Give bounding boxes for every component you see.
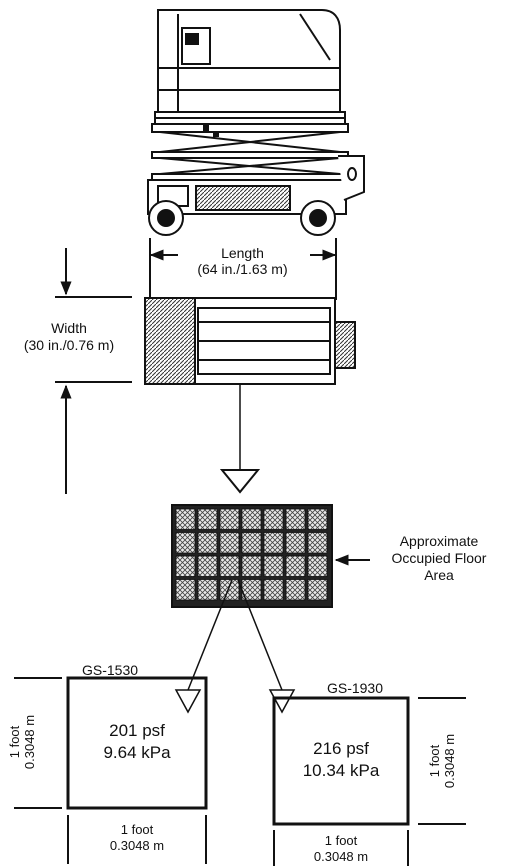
floor-grid-cell [263,532,284,554]
floor-grid-cell [219,508,240,530]
floor-grid-cell [175,579,196,601]
gs-1530-pressure-kpa: 9.64 kPa [103,743,171,762]
load-arrows [174,579,296,714]
length-dimension [149,238,337,300]
gs-1530-pressure: 201 psf 9.64 kPa [70,720,204,764]
floor-grid-cell [175,532,196,554]
width-name: Width [51,320,87,336]
gs-1530-model-label: GS-1530 [82,662,139,678]
floor-area-line-3: Area [424,567,454,583]
length-value: (64 in./1.63 m) [197,261,288,277]
floor-grid-cell [263,555,284,577]
floor-grid-cell [307,532,328,554]
gs-1530-side-dimension: 1 foot 0.3048 m [7,697,39,787]
floor-grid-cell [219,532,240,554]
floor-grid-cell [197,532,218,554]
floor-grid-cell [241,508,262,530]
gs-1930-side-dim-line-2: 0.3048 m [442,733,457,789]
width-label: Width (30 in./0.76 m) [0,320,138,354]
floor-grid-cell [263,508,284,530]
gs-1930-bottom-dimension: 1 foot 0.3048 m [276,833,406,865]
gs-1530-bottom-dim-line-1: 1 foot [120,822,154,837]
gs-1530-bottom-dim-line-2: 0.3048 m [109,838,165,853]
floor-grid-cell [307,555,328,577]
floor-area-line-2: Occupied Floor [391,550,487,566]
floor-grid-cell [197,555,218,577]
scissor-lift-side-view [147,9,365,236]
floor-grid-cell [263,579,284,601]
width-dimension [55,248,132,494]
gs-1930-side-dim-line-1: 1 foot [427,744,442,778]
gs-1930-model-label: GS-1930 [326,680,384,696]
floor-grid-cell [241,532,262,554]
floor-grid-cell [307,508,328,530]
width-value: (30 in./0.76 m) [23,337,115,353]
floor-grid-cell [307,579,328,601]
floor-area-label: Approximate Occupied Floor Area [368,533,510,584]
floor-grid-cell [285,508,306,530]
gs-1930-side-dimension: 1 foot 0.3048 m [427,716,459,806]
floor-grid-cell [197,579,218,601]
floor-grid-cell [285,579,306,601]
floor-grid-cell [285,532,306,554]
floor-grid-cell [175,508,196,530]
lift-top-view [144,297,356,494]
floor-area-line-1: Approximate [399,533,479,549]
gs-1930-pressure: 216 psf 10.34 kPa [276,738,406,782]
floor-grid-cell [219,579,240,601]
gs-1930-bottom-dim-line-1: 1 foot [324,833,358,848]
gs-1530-side-dim-line-1: 1 foot [7,725,22,759]
floor-grid-cell [285,555,306,577]
gs-1930-pressure-psf: 216 psf [313,739,369,758]
gs-1930-bottom-dim-line-2: 0.3048 m [313,849,369,864]
gs-1530-bottom-dimension: 1 foot 0.3048 m [70,822,204,854]
floor-grid-cell [241,555,262,577]
gs-1930-area-box [272,696,466,866]
gs-1530-side-dim-line-2: 0.3048 m [22,714,37,770]
length-name: Length [218,245,267,261]
gs-1530-pressure-psf: 201 psf [109,721,165,740]
floor-grid-cell [175,555,196,577]
occupied-floor-area-grid [171,504,333,608]
floor-grid-cell [219,555,240,577]
gs-1930-pressure-kpa: 10.34 kPa [302,761,380,780]
length-label: Length (64 in./1.63 m) [175,245,310,277]
floor-grid-cell [197,508,218,530]
gs-1530-area-box [14,676,208,864]
